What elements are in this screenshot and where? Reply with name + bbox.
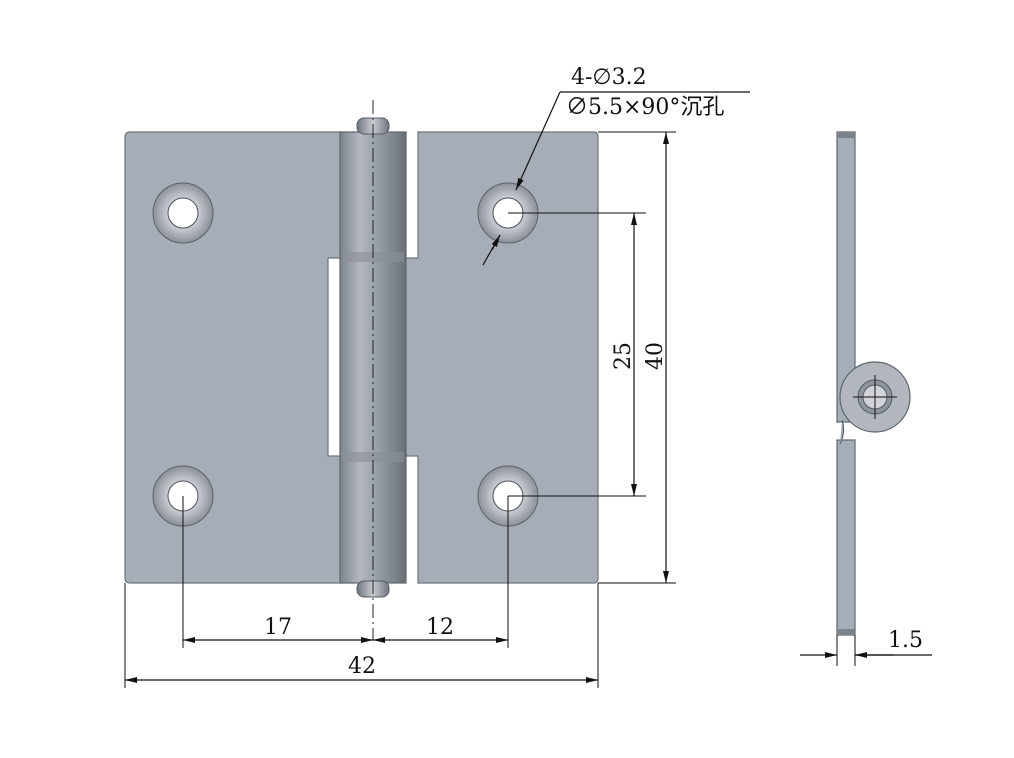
side-view — [836, 131, 911, 636]
dim-pin-to-right-hole: 12 — [426, 615, 454, 640]
dim-overall-height: 40 — [643, 342, 668, 370]
side-dimensions: 1.5 — [800, 628, 932, 666]
front-view — [124, 100, 599, 640]
dim-left-hole-to-pin: 17 — [264, 615, 292, 640]
right-leaf — [403, 131, 599, 584]
dim-hole-spacing-vertical: 25 — [611, 342, 636, 370]
hole-spec-label-1: 4-∅3.2 — [571, 65, 647, 90]
hole-top-left — [152, 182, 214, 244]
side-leaf-lower — [836, 439, 856, 636]
dim-overall-width: 42 — [348, 654, 376, 679]
front-dimensions: 4-∅3.2 ∅5.5×90°沉孔 25 40 17 12 42 — [124, 65, 750, 688]
hole-spec-label-2: ∅5.5×90°沉孔 — [566, 95, 724, 120]
dim-thickness: 1.5 — [888, 628, 923, 653]
